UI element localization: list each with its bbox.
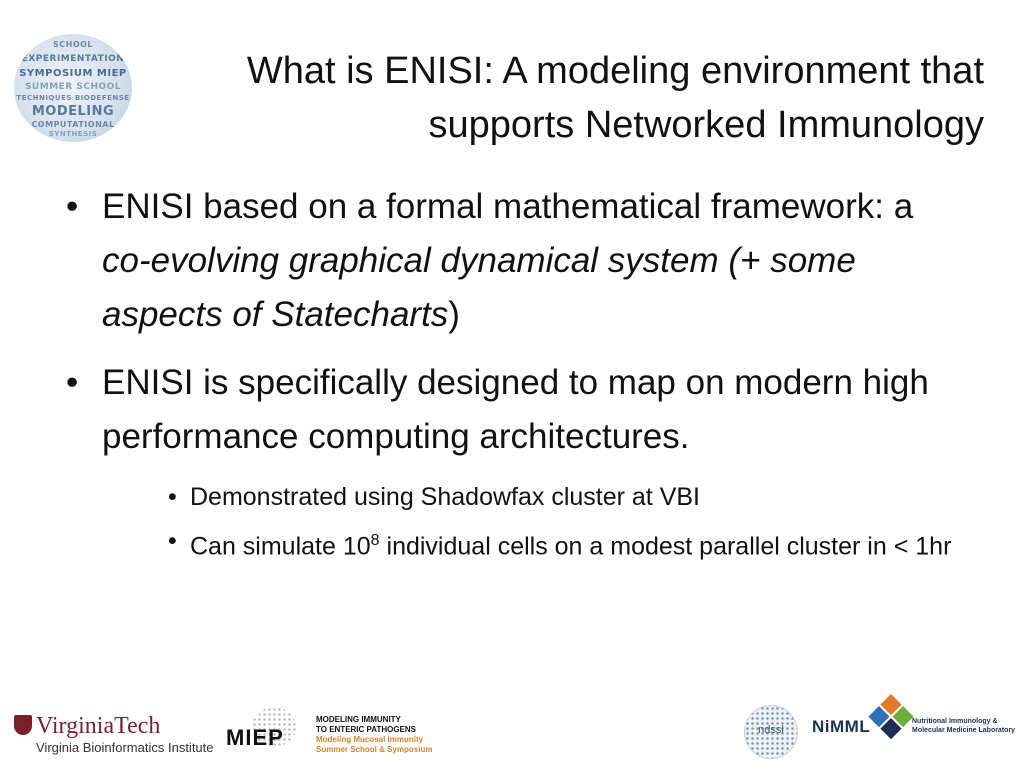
logo-word: COMPUTATIONAL — [31, 120, 115, 129]
logo-word: SUMMER SCHOOL — [24, 82, 122, 92]
nimml-tagline: Nutritional Immunology & Molecular Medic… — [912, 717, 1015, 735]
nimml-name: NiMML — [812, 717, 871, 736]
logo-word: SYMPOSIUM MIEP — [19, 68, 127, 79]
subbullet-text-rest: individual cells on a modest parallel cl… — [379, 532, 952, 561]
title-line-1: What is ENISI: A modeling environment th… — [246, 50, 984, 92]
ndssl-logo: ndssl — [744, 705, 798, 759]
summer-school-word-cloud-logo: SCHOOL EXPERIMENTATION SYMPOSIUM MIEP SU… — [14, 34, 132, 142]
subbullet-text: Can simulate 10 — [190, 532, 371, 561]
bullet-italic-text: co-evolving graphical dynamical system (… — [102, 241, 856, 334]
nimml-line: Nutritional Immunology & — [912, 718, 998, 725]
nimml-line: Molecular Medicine Laboratory — [912, 727, 1016, 734]
vt-name: VirginiaTech — [36, 713, 161, 739]
subbullet-text: Demonstrated using Shadowfax cluster at … — [190, 483, 700, 511]
logo-word: EXPERIMENTATION — [21, 54, 125, 64]
miep-line: MODELING IMMUNITY — [316, 715, 401, 724]
bullet-text-tail: ) — [448, 295, 460, 334]
miep-line: TO ENTERIC PATHOGENS — [316, 725, 417, 734]
title-line-2: supports Networked Immunology — [428, 104, 984, 146]
miep-line: Summer School & Symposium — [316, 745, 433, 754]
bullet-hpc-design: ENISI is specifically designed to map on… — [66, 356, 966, 464]
subbullet-shadowfax: Demonstrated using Shadowfax cluster at … — [168, 478, 966, 516]
ndssl-name: ndssl — [758, 724, 784, 736]
bullet-text: ENISI based on a formal mathematical fra… — [102, 187, 914, 226]
miep-dot-sphere-icon — [252, 707, 296, 747]
miep-name: MIEP — [226, 725, 284, 750]
logo-word: SYNTHESIS — [48, 130, 98, 138]
slide-body: ENISI based on a formal mathematical fra… — [66, 180, 966, 565]
superscript-exponent: 8 — [370, 532, 380, 549]
footer-logos: VirginiaTech Virginia Bioinformatics Ins… — [0, 693, 1024, 765]
vt-institute-name: Virginia Bioinformatics Institute — [36, 740, 214, 755]
subbullet-simulate-cells: Can simulate 108 individual cells on a m… — [168, 522, 966, 565]
logo-word: SCHOOL — [52, 40, 94, 49]
miep-tagline: MODELING IMMUNITY TO ENTERIC PATHOGENS M… — [316, 715, 432, 755]
bullet-formal-framework: ENISI based on a formal mathematical fra… — [66, 180, 966, 342]
bullet-text: ENISI is specifically designed to map on… — [102, 363, 929, 456]
vt-shield-icon — [14, 715, 32, 735]
nimml-diamond-icon — [867, 693, 915, 742]
miep-line: Modeling Mucosal Immunity — [316, 735, 424, 744]
logo-word: TECHNIQUES BIODEFENSE — [16, 94, 130, 102]
logo-word: MODELING — [31, 104, 115, 119]
slide-title: What is ENISI: A modeling environment th… — [164, 44, 984, 152]
